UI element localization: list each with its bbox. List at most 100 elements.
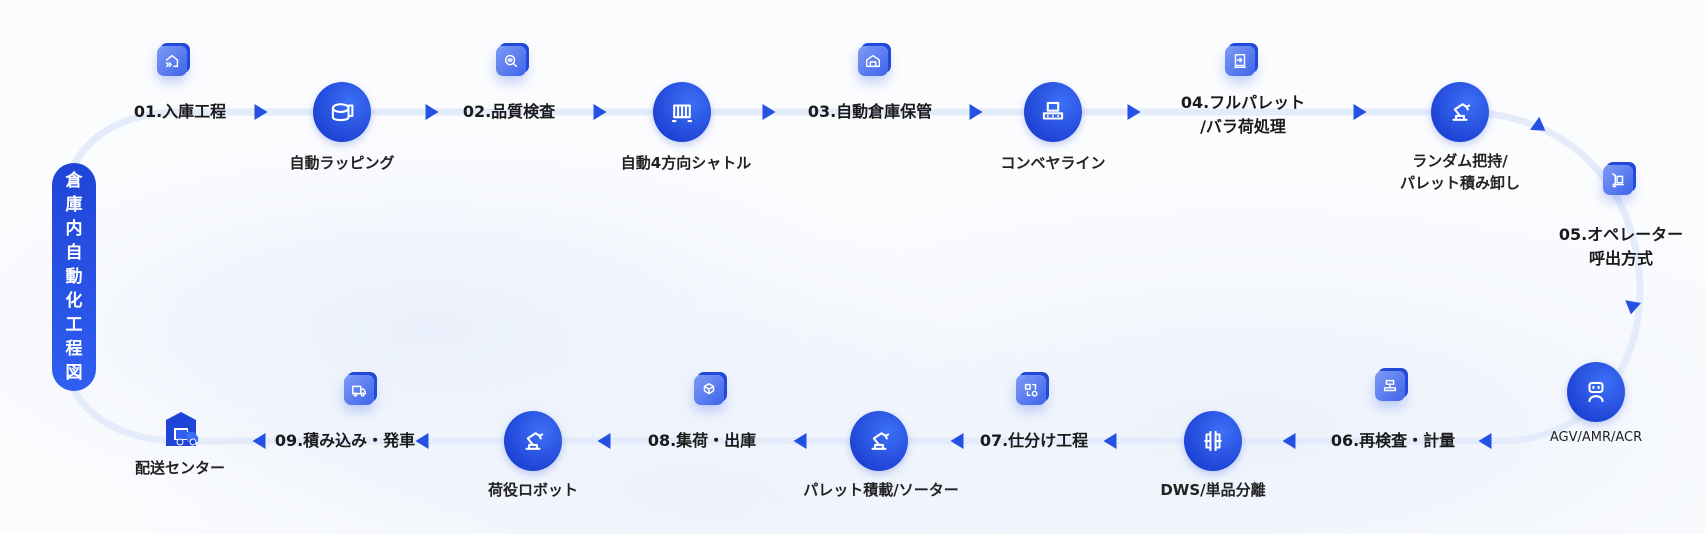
title-char: 庫 — [65, 195, 83, 215]
warehouse-icon — [865, 54, 881, 68]
wrapping-node[interactable] — [313, 82, 371, 142]
flow-arrow-icon — [597, 433, 611, 449]
flow-arrow-icon — [254, 104, 268, 120]
boxes-icon — [703, 382, 715, 395]
arm-icon — [1452, 103, 1471, 121]
search-icon — [504, 54, 518, 68]
title-char: 化 — [65, 291, 83, 311]
step-09-loading-text: 09.積み込み・発車 — [274, 431, 416, 450]
wrapping-label-text: 自動ラッピング — [289, 154, 395, 172]
shuttle-label[interactable]: 自動4方向シャトル — [621, 152, 751, 174]
step-06-reinspection[interactable]: 06.再検査・計量 — [1331, 429, 1455, 453]
title-char: 自 — [65, 243, 83, 263]
step-01-inbound-text: 01.入庫工程 — [133, 102, 227, 121]
palletizer-label[interactable]: パレット積載/ソーター — [803, 479, 958, 501]
truck-icon — [351, 385, 367, 397]
step-02-inspection[interactable]: 02.品質検査 — [463, 100, 555, 124]
robot-label-text: 荷役ロボット — [487, 481, 579, 499]
door-icon — [1233, 53, 1247, 69]
conveyor-label-text: コンベヤライン — [1000, 154, 1106, 172]
title-char: 内 — [65, 219, 83, 239]
flow-arrow-icon — [1353, 104, 1367, 120]
reinspection-icon — [1375, 371, 1405, 401]
conveyor-label[interactable]: コンベヤライン — [1000, 152, 1105, 174]
sorting-icon — [1016, 375, 1046, 405]
step-02-inspection-text: 02.品質検査 — [462, 102, 556, 121]
wrapping-label[interactable]: 自動ラッピング — [289, 152, 394, 174]
agv-node[interactable] — [1567, 362, 1625, 422]
step-03-storage[interactable]: 03.自動倉庫保管 — [808, 100, 932, 124]
flow-arrow-icon — [1282, 433, 1296, 449]
flow-arrow-icon — [950, 433, 964, 449]
step-09-loading[interactable]: 09.積み込み・発車 — [275, 429, 415, 453]
step-01-inbound[interactable]: 01.入庫工程 — [134, 100, 226, 124]
flow-arrow-icon — [1622, 300, 1642, 316]
home-icon — [165, 54, 179, 68]
handling-robot-node[interactable] — [504, 411, 562, 471]
step-07-sorting[interactable]: 07.仕分け工程 — [980, 429, 1088, 453]
picking-icon — [694, 375, 724, 405]
title-char: 工 — [65, 315, 83, 335]
random-picking-node[interactable] — [1431, 82, 1489, 142]
flow-arrow-icon — [425, 104, 439, 120]
random-picking-label[interactable]: ランダム把持/パレット積み卸し — [1400, 150, 1520, 194]
loading-icon — [344, 375, 374, 405]
robot-icon — [1588, 381, 1604, 403]
step-05-operator-text: 05.オペレーター — [1558, 225, 1684, 244]
step-04-pallet[interactable]: 04.フルパレット/バラ荷処理 — [1181, 91, 1305, 139]
shuttle-node[interactable] — [653, 82, 711, 142]
step-04-pallet-text: 04.フルパレット — [1180, 93, 1306, 112]
title-char: 図 — [65, 363, 83, 383]
arm-icon — [871, 432, 890, 450]
agv-label[interactable]: AGV/AMR/ACR — [1550, 427, 1642, 449]
dws-icon — [1204, 430, 1222, 452]
step-05-operator-text: 呼出方式 — [1588, 249, 1654, 268]
cart-icon — [1611, 172, 1625, 188]
delivery-center-label-text: 配送センター — [134, 459, 226, 477]
title-char: 程 — [65, 339, 83, 359]
step-05-operator[interactable]: 05.オペレーター呼出方式 — [1559, 223, 1683, 271]
shuttle-icon — [671, 104, 693, 123]
shuttle-label-text: 自動4方向シャトル — [620, 154, 752, 172]
distribution-center-icon — [164, 410, 202, 446]
flow-arrow-icon — [252, 433, 266, 449]
scale-icon — [1383, 379, 1397, 392]
flow-arrow-icon — [1127, 104, 1141, 120]
step-03-storage-text: 03.自動倉庫保管 — [807, 102, 933, 121]
operator-icon — [1603, 165, 1633, 195]
dws-label[interactable]: DWS/単品分離 — [1160, 479, 1265, 501]
inbound-icon — [157, 46, 187, 76]
dws-node[interactable] — [1184, 411, 1242, 471]
flow-arrow-icon — [415, 433, 429, 449]
agv-label-text: AGV/AMR/ACR — [1549, 430, 1643, 445]
diagram-title: 倉庫内自動化工程図 — [52, 163, 96, 391]
step-07-sorting-text: 07.仕分け工程 — [979, 431, 1089, 450]
step-06-reinspection-text: 06.再検査・計量 — [1330, 431, 1456, 450]
dws-label-text: DWS/単品分離 — [1160, 481, 1266, 499]
sort-icon — [1024, 383, 1038, 397]
conveyor-node[interactable] — [1024, 82, 1082, 142]
pallet-icon — [1225, 46, 1255, 76]
palletizer-node[interactable] — [850, 411, 908, 471]
flow-arrow-icon — [1103, 433, 1117, 449]
flow-arrow-icon — [969, 104, 983, 120]
step-04-pallet-text: /バラ荷処理 — [1200, 117, 1286, 136]
palletizer-label-text: パレット積載/ソーター — [803, 481, 959, 499]
random-picking-label-text: パレット積み卸し — [1399, 174, 1521, 192]
conveyor-icon — [1042, 101, 1064, 120]
flow-arrow-icon — [1478, 433, 1492, 449]
robot-label[interactable]: 荷役ロボット — [488, 479, 578, 501]
step-08-picking[interactable]: 08.集荷・出庫 — [648, 429, 756, 453]
flow-arrow-icon — [593, 104, 607, 120]
title-char: 動 — [65, 267, 83, 287]
storage-icon — [858, 46, 888, 76]
flow-arrow-icon — [793, 433, 807, 449]
tape-icon — [331, 103, 354, 122]
inspection-icon — [496, 46, 526, 76]
step-08-picking-text: 08.集荷・出庫 — [647, 431, 757, 450]
random-picking-label-text: ランダム把持/ — [1412, 152, 1508, 170]
flow-arrow-icon — [762, 104, 776, 120]
arm-icon — [525, 432, 544, 450]
delivery-center-label[interactable]: 配送センター — [135, 457, 225, 479]
